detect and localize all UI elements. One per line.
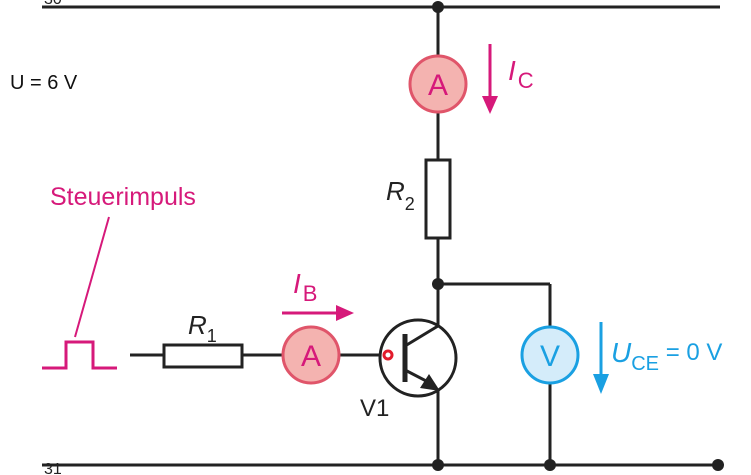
- pulse-label: Steuerimpuls: [50, 183, 196, 211]
- r2-label: R2: [386, 176, 415, 214]
- base-ammeter-letter: A: [301, 340, 321, 373]
- node-bottom-emitter: [432, 459, 444, 471]
- collector-ammeter-letter: A: [428, 69, 448, 102]
- voltmeter: [520, 325, 580, 385]
- transistor-body: [378, 318, 458, 398]
- r1-label: R1: [188, 310, 217, 346]
- pulse-callout-line: [74, 216, 110, 338]
- r2-resistor: [424, 158, 452, 240]
- collector-ammeter: [408, 54, 468, 114]
- base-ammeter: [281, 325, 341, 385]
- ic-arrow-head: [482, 96, 498, 114]
- transistor-label: V1: [360, 395, 389, 422]
- uce-arrow-head: [593, 374, 609, 394]
- supply-voltage-label: U = 6 V: [10, 72, 78, 94]
- base-contact-dot: [382, 349, 394, 361]
- ib-arrow-head: [336, 305, 354, 321]
- r1-resistor: [162, 343, 244, 369]
- uce-label: UCE = 0 V: [611, 337, 722, 375]
- top-rail-number: 30: [44, 0, 62, 8]
- node-bottom-voltmeter: [544, 459, 556, 471]
- bottom-rail-number: 31: [44, 461, 62, 475]
- transistor-collector-lead: [404, 324, 439, 348]
- node-bottom-right: [712, 459, 724, 471]
- node-top: [432, 1, 444, 13]
- ic-label: IC: [508, 55, 534, 93]
- transistor-emitter-arrow: [420, 374, 440, 391]
- voltmeter-letter: V: [540, 340, 560, 373]
- pulse-waveform: [42, 340, 117, 370]
- node-collector: [432, 278, 444, 290]
- ib-label: IB: [293, 268, 317, 306]
